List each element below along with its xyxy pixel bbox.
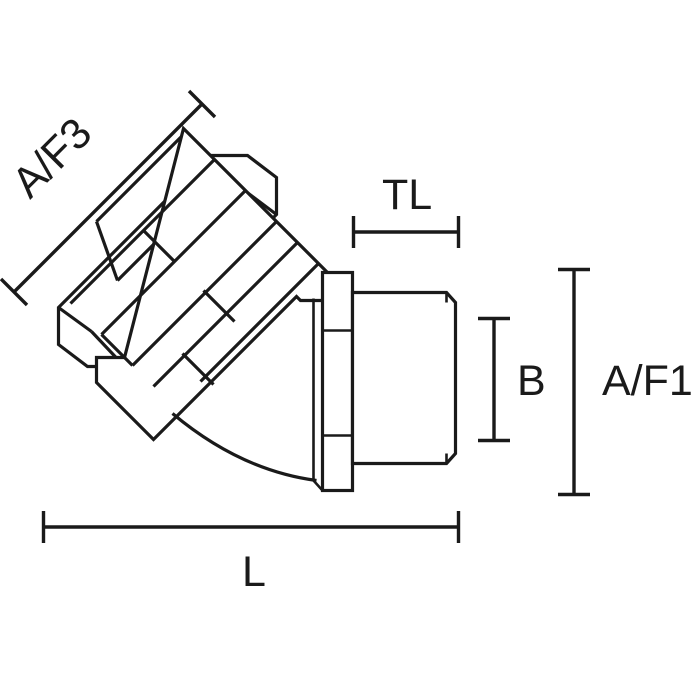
af3-label: A/F3 — [3, 109, 101, 207]
hex-nut-chamfer-edge-lower — [57, 306, 93, 333]
angled-shank-rib-1 — [142, 229, 176, 263]
collar-flange-body — [320, 270, 355, 493]
collar-flange — [312, 270, 355, 493]
af3-tick-end — [187, 89, 217, 119]
hex-nut-facet-line-1 — [95, 130, 188, 223]
part-geometry — [56, 125, 458, 493]
angled-shank-rib-3 — [202, 289, 236, 323]
angled-shank — [69, 125, 333, 442]
af3-dimension-line — [12, 102, 204, 294]
af1-label: A/F1 — [602, 357, 693, 405]
male-end-outline — [350, 290, 458, 466]
junction-fillet-arc — [171, 412, 317, 483]
dimension-l: L — [41, 511, 461, 596]
af3-tick-start — [0, 277, 29, 307]
dimension-af1: A/F1 — [558, 267, 693, 497]
l-label: L — [242, 548, 266, 596]
angled-shank-band-5 — [199, 262, 320, 383]
dimension-b: B — [478, 316, 546, 443]
collar-backing-chamfer — [312, 479, 324, 492]
male-threaded-end — [350, 290, 458, 466]
dimension-tl: TL — [351, 171, 461, 248]
hex-nut-facet-crossbar-1 — [94, 220, 120, 282]
b-label: B — [517, 357, 546, 405]
angled-shank-rib-2 — [100, 333, 134, 367]
tl-label: TL — [382, 171, 432, 219]
angled-shank-rib-4 — [181, 352, 215, 386]
